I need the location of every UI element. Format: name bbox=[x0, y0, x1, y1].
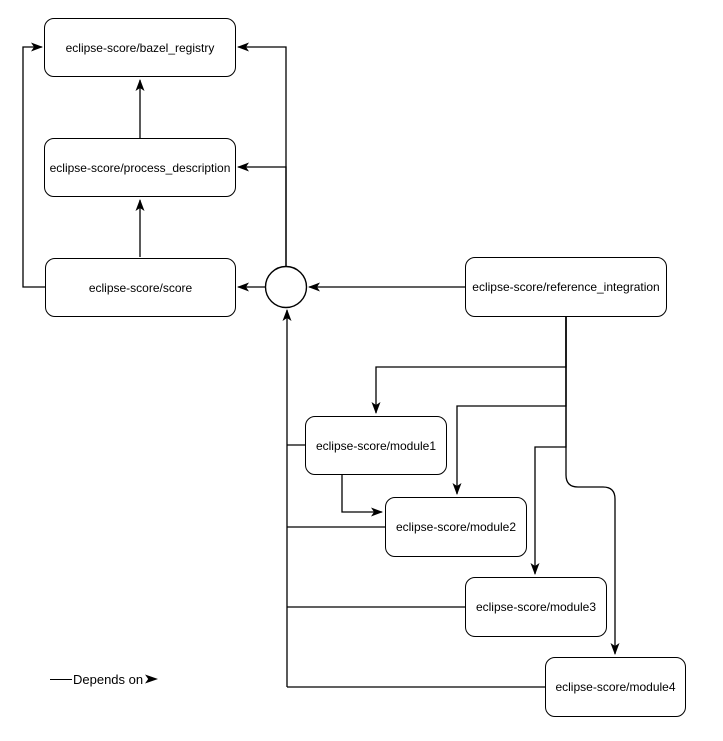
node-module2: eclipse-score/module2 bbox=[385, 497, 527, 557]
arrow-right-icon bbox=[145, 674, 159, 684]
edge-reference-integration-to-module2 bbox=[452, 317, 567, 495]
node-score: eclipse-score/score bbox=[45, 258, 236, 317]
junction-node bbox=[264, 265, 308, 309]
node-module1: eclipse-score/module1 bbox=[305, 416, 447, 475]
edge-reference-integration-to-module4 bbox=[565, 317, 620, 655]
node-module4: eclipse-score/module4 bbox=[545, 657, 686, 717]
legend-label: Depends on bbox=[73, 671, 144, 687]
edge-reference-integration-to-module3 bbox=[530, 317, 567, 575]
node-module3: eclipse-score/module3 bbox=[465, 577, 607, 637]
edge-score-to-bazel-registry bbox=[22, 42, 46, 288]
node-process-description: eclipse-score/process_description bbox=[44, 138, 236, 197]
node-reference-integration: eclipse-score/reference_integration bbox=[465, 257, 667, 317]
edge-module1-to-module2 bbox=[341, 475, 383, 517]
legend-edge-sample-line bbox=[50, 678, 72, 680]
edge-junction-to-process-description bbox=[237, 162, 287, 266]
legend: Depends on bbox=[50, 671, 159, 687]
edge-reference-integration-to-module1 bbox=[371, 317, 567, 414]
edge-junction-to-bazel-registry bbox=[237, 42, 287, 266]
node-bazel-registry: eclipse-score/bazel_registry bbox=[44, 18, 236, 77]
